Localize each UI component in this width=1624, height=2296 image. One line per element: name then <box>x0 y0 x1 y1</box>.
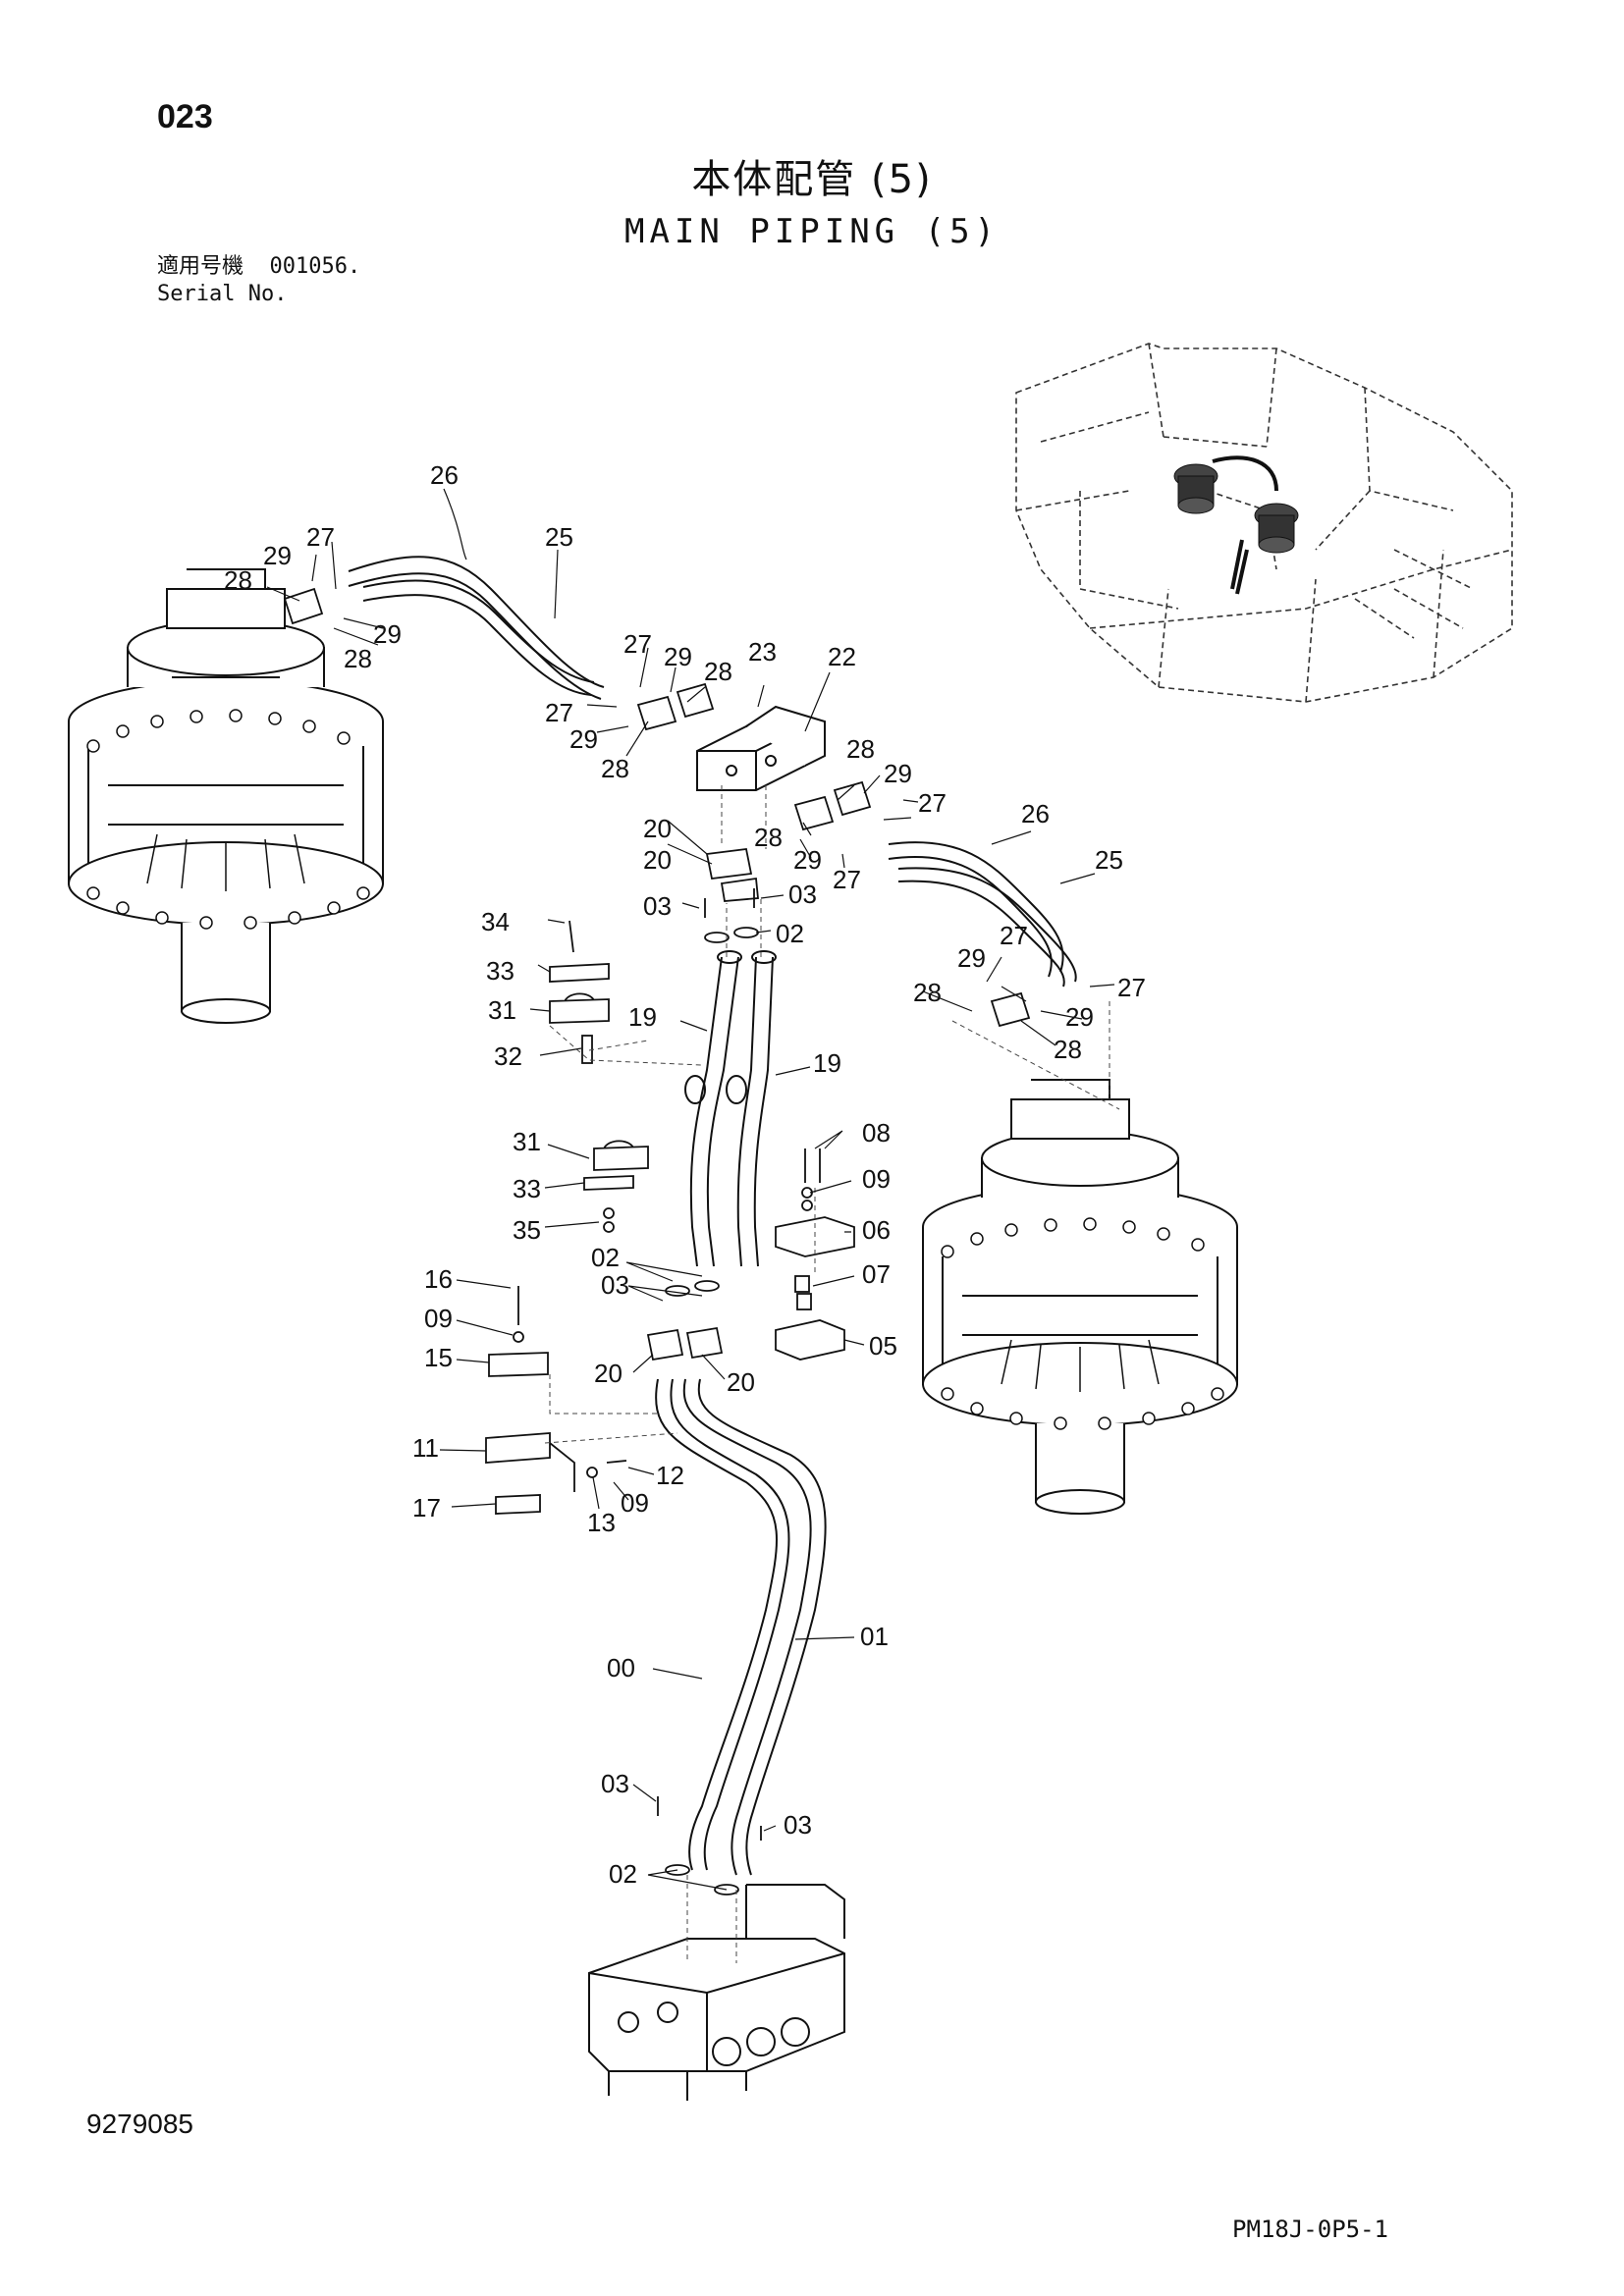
callout-05: 05 <box>869 1331 897 1361</box>
callout-29: 29 <box>263 541 292 570</box>
serial-value: 001056. <box>269 254 361 279</box>
callout-28: 28 <box>754 823 783 852</box>
callout-29: 29 <box>1065 1002 1094 1032</box>
callout-29: 29 <box>664 642 692 671</box>
callout-28: 28 <box>344 644 372 673</box>
callout-27: 27 <box>1117 973 1146 1002</box>
serial-block: 適用号機 001056. Serial No. <box>157 253 360 308</box>
callout-22: 22 <box>828 642 856 671</box>
callout-09: 09 <box>862 1164 891 1194</box>
sheet-reference: PM18J-0P5-1 <box>1232 2216 1388 2243</box>
callout-23: 23 <box>748 637 777 667</box>
callout-29: 29 <box>884 759 912 788</box>
pipe-00-01 <box>655 1378 827 1876</box>
callout-02: 02 <box>591 1243 620 1272</box>
serial-label-jp: 適用号機 <box>157 254 244 279</box>
callout-16: 16 <box>424 1264 453 1294</box>
callout-17: 17 <box>412 1493 441 1522</box>
callout-28: 28 <box>913 978 942 1007</box>
title-block: 本体配管 (5) MAIN PIPING (5) <box>0 147 1624 251</box>
callout-31: 31 <box>513 1127 541 1156</box>
hose-19-pair <box>684 950 777 1267</box>
callout-06: 06 <box>862 1215 891 1245</box>
callout-03: 03 <box>784 1810 812 1840</box>
callout-31: 31 <box>488 995 516 1025</box>
callout-28: 28 <box>704 657 732 686</box>
assembly-guide-lines <box>544 785 1120 1963</box>
callout-13: 13 <box>587 1508 616 1537</box>
leader-lines <box>266 488 1115 1891</box>
callout-34: 34 <box>481 907 510 936</box>
title-english: MAIN PIPING (5) <box>623 212 1001 251</box>
callout-19: 19 <box>813 1048 841 1078</box>
callout-28: 28 <box>846 734 875 764</box>
callout-29: 29 <box>957 943 986 973</box>
small-parts <box>283 587 1031 1896</box>
callout-29: 29 <box>793 845 822 875</box>
callout-32: 32 <box>494 1041 522 1071</box>
callout-02: 02 <box>609 1859 637 1889</box>
hose-26-25-right <box>888 841 1077 988</box>
callout-33: 33 <box>513 1174 541 1203</box>
callout-35: 35 <box>513 1215 541 1245</box>
callout-28: 28 <box>601 754 629 783</box>
overview-highlighted-motors <box>1173 455 1299 595</box>
callout-09: 09 <box>424 1304 453 1333</box>
left-swing-motor <box>68 568 384 1024</box>
callout-20: 20 <box>594 1359 623 1388</box>
callout-28: 28 <box>1054 1035 1082 1064</box>
callout-03: 03 <box>601 1270 629 1300</box>
callout-03: 03 <box>643 891 672 921</box>
right-swing-motor <box>922 1079 1238 1515</box>
callout-11: 11 <box>412 1433 439 1463</box>
callout-27: 27 <box>1000 921 1028 950</box>
callout-20: 20 <box>727 1367 755 1397</box>
callout-19: 19 <box>628 1002 657 1032</box>
right-motor-bolts <box>941 1217 1224 1430</box>
serial-label-en: Serial No. <box>157 282 288 306</box>
control-valve <box>588 1884 845 2101</box>
callout-27: 27 <box>623 629 652 659</box>
callout-03: 03 <box>601 1769 629 1798</box>
callout-03: 03 <box>788 880 817 909</box>
hose-26-25-left <box>348 556 605 700</box>
callout-labels: 26 25 29 27 28 29 28 27 29 28 23 22 27 2… <box>224 460 1146 1889</box>
callout-29: 29 <box>373 619 402 649</box>
callout-27: 27 <box>918 788 947 818</box>
title-japanese: 本体配管 (5) <box>691 157 933 202</box>
page-number: 023 <box>157 98 213 135</box>
callout-27: 27 <box>833 865 861 894</box>
callout-27: 27 <box>545 698 573 727</box>
callout-28: 28 <box>224 565 252 595</box>
callout-01: 01 <box>860 1622 889 1651</box>
callout-07: 07 <box>862 1259 891 1289</box>
callout-26: 26 <box>1021 799 1050 828</box>
callout-20: 20 <box>643 845 672 875</box>
callout-09: 09 <box>621 1488 649 1518</box>
callout-26: 26 <box>430 460 459 490</box>
left-motor-bolts <box>86 709 370 930</box>
callout-02: 02 <box>776 919 804 948</box>
callout-12: 12 <box>656 1461 684 1490</box>
callout-25: 25 <box>545 522 573 552</box>
callout-20: 20 <box>643 814 672 843</box>
document-number: 9279085 <box>86 2109 194 2139</box>
callout-33: 33 <box>486 956 514 986</box>
callout-08: 08 <box>862 1118 891 1148</box>
callout-27: 27 <box>306 522 335 552</box>
callout-29: 29 <box>569 724 598 754</box>
callout-25: 25 <box>1095 845 1123 875</box>
junction-block-22 <box>696 705 826 791</box>
callout-00: 00 <box>607 1653 635 1682</box>
callout-15: 15 <box>424 1343 453 1372</box>
